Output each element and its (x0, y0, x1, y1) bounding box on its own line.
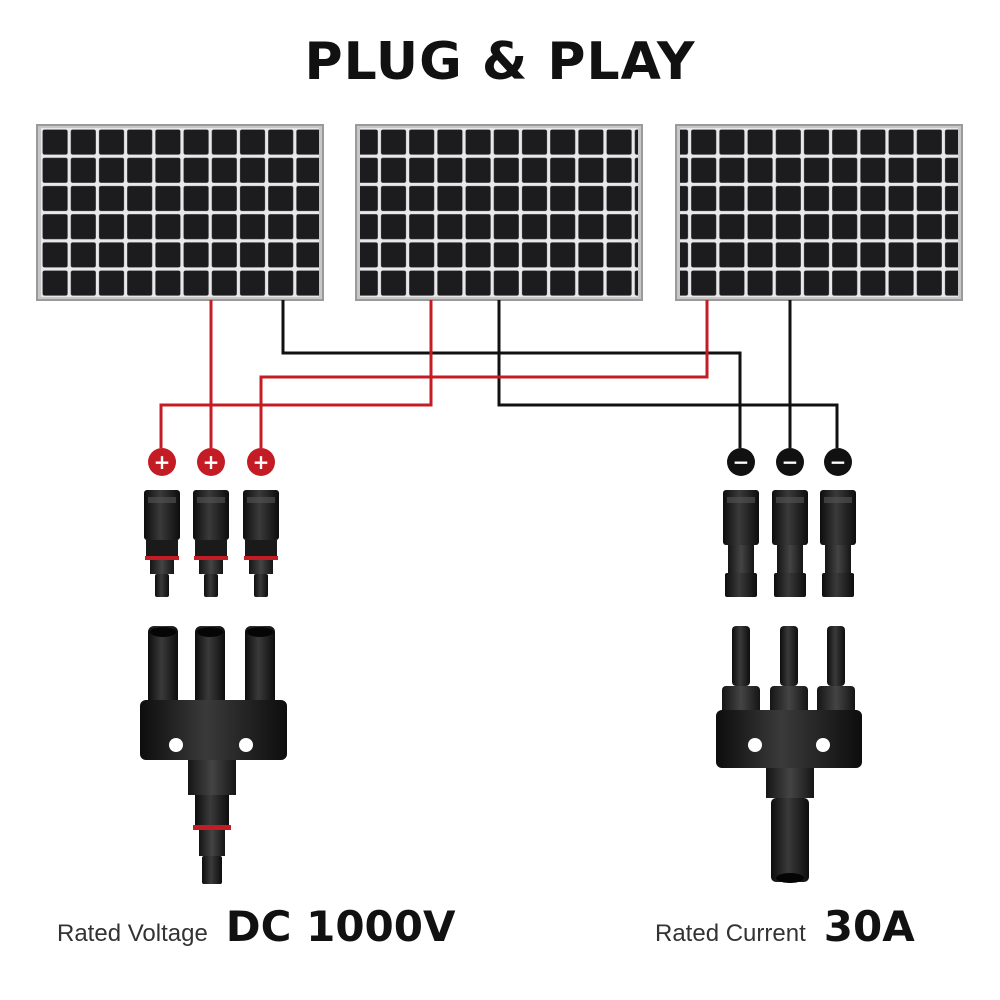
positive-connectors (144, 490, 279, 597)
negative-wire-2 (497, 300, 839, 448)
positive-branch-connector (140, 626, 287, 884)
positive-symbol: + (253, 450, 270, 474)
positive-symbol: + (154, 450, 171, 474)
current-label: Rated Current (655, 920, 806, 947)
negative-symbol: − (733, 450, 750, 474)
current-spec: Rated Current 30A (655, 902, 915, 962)
voltage-label: Rated Voltage (57, 920, 208, 947)
solar-panel-3 (675, 124, 963, 301)
solar-panel-2 (355, 124, 643, 301)
solar-panel-1 (36, 124, 324, 301)
positive-wires (159, 300, 709, 448)
negative-wires (281, 300, 839, 448)
negative-branch-connector (716, 626, 862, 883)
positive-markers: + + + (148, 448, 275, 476)
negative-connectors (723, 490, 856, 597)
voltage-spec: Rated Voltage DC 1000V (57, 902, 456, 962)
voltage-value: DC 1000V (225, 902, 456, 951)
page-title: PLUG & PLAY (304, 32, 696, 92)
positive-wire-2 (159, 300, 433, 448)
current-value: 30A (823, 902, 915, 951)
negative-symbol: − (782, 450, 799, 474)
negative-markers: − − − (727, 448, 852, 476)
positive-symbol: + (203, 450, 220, 474)
negative-wire-1 (281, 300, 742, 448)
positive-wire-3 (259, 300, 709, 448)
negative-symbol: − (830, 450, 847, 474)
